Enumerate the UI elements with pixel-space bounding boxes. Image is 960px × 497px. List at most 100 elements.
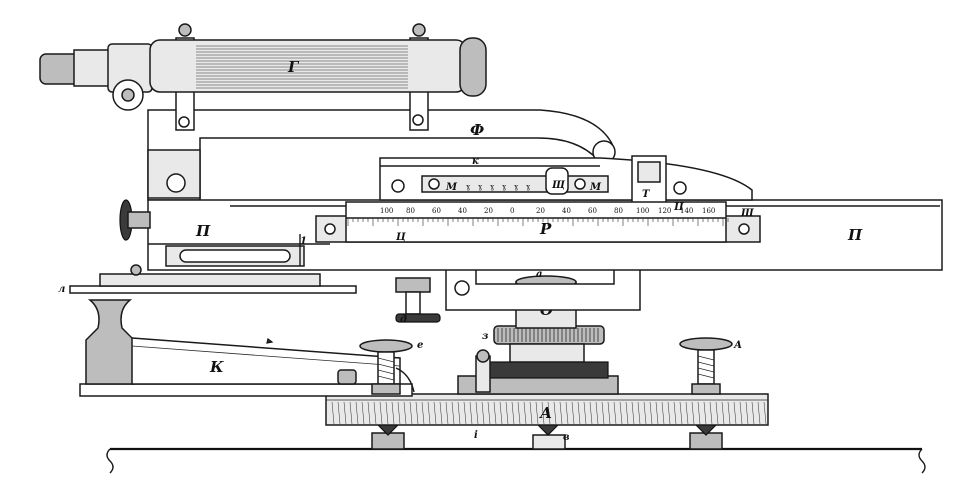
scale-number: 20 [484, 207, 493, 215]
hatch-line [577, 401, 581, 425]
vernier-mark: ɣ [478, 183, 483, 191]
hatch-line [451, 401, 455, 425]
hatch-line [697, 401, 701, 425]
scale-number: 160 [702, 207, 715, 215]
hatch-line [649, 401, 653, 425]
vernier-mark: ɣ [502, 183, 507, 191]
hatch-line [373, 401, 377, 425]
label-p-right: П [847, 226, 863, 244]
hatch-line [487, 401, 491, 425]
hatch-line [619, 401, 623, 425]
hatch-line [715, 401, 719, 425]
vernier-carriage [379, 157, 753, 201]
hatch-line [763, 401, 767, 425]
label-e: е [417, 340, 423, 351]
label-v: в [563, 432, 570, 443]
hatch-line [439, 401, 443, 425]
hatch-line [613, 401, 617, 425]
hatch-line [529, 401, 533, 425]
hatch-line [391, 401, 395, 425]
hatch-line [673, 401, 677, 425]
leveling-screw-right [679, 337, 733, 395]
hatch-line [493, 401, 497, 425]
hatch-line [721, 401, 725, 425]
hatch-line [661, 401, 665, 425]
label-sh: Ш [740, 208, 754, 219]
hatch-line [409, 401, 413, 425]
hatch-line [355, 401, 359, 425]
hatch-line [589, 401, 593, 425]
hatch-line [565, 401, 569, 425]
label-a: а [536, 269, 542, 280]
hatch-line [559, 401, 563, 425]
label-one: 1 [300, 236, 307, 247]
scale-number: 100 [380, 207, 393, 215]
base-plate [325, 393, 769, 426]
label-k-upper: к [472, 156, 479, 167]
hatch-line [625, 401, 629, 425]
label-z: з [482, 331, 488, 342]
hatch-line [337, 401, 341, 425]
label-w: Щ [551, 180, 566, 191]
hatch-line [511, 401, 515, 425]
hatch-line [655, 401, 659, 425]
label-m-right: М [589, 182, 602, 193]
base-feet [371, 424, 723, 450]
hatch-line [607, 401, 611, 425]
hatch-line [637, 401, 641, 425]
base-bar-knob [337, 367, 415, 393]
hatch-line [415, 401, 419, 425]
hatch-line [583, 401, 587, 425]
label-a-base: А [539, 404, 552, 422]
label-i: i [474, 430, 478, 441]
vernier-mark: ɣ [490, 183, 495, 191]
scale-number: 20 [536, 207, 545, 215]
scale-number: 120 [658, 207, 671, 215]
hatch-line [535, 401, 539, 425]
main-frame [147, 109, 616, 201]
hatch-line [349, 401, 353, 425]
clamp-screw [395, 277, 441, 323]
label-ts-left: Ц [395, 232, 406, 243]
main-scale [315, 201, 761, 243]
scale-number: 100 [636, 207, 649, 215]
hatch-line [601, 401, 605, 425]
leveling-screw-left [359, 339, 413, 395]
hatch-line [631, 401, 635, 425]
hatch-line [739, 401, 743, 425]
hatch-line [379, 401, 383, 425]
vernier-mark: ɣ [514, 183, 519, 191]
vernier-marks: ɣ ɣ ɣ ɣ ɣ ɣ [466, 183, 531, 191]
hatch-line [643, 401, 647, 425]
side-knob [119, 199, 151, 241]
hatch-line [469, 401, 473, 425]
hatch-line [421, 401, 425, 425]
hatch-line [757, 401, 761, 425]
hatch-line [691, 401, 695, 425]
hatch-line [547, 401, 551, 425]
hatch-line [331, 401, 335, 425]
hatch-line [727, 401, 731, 425]
hatch-line [517, 401, 521, 425]
hatch-line [595, 401, 599, 425]
hatch-line [367, 401, 371, 425]
hatch-line [679, 401, 683, 425]
label-l-left: л [58, 284, 65, 295]
label-a-right: А [733, 340, 742, 351]
hatch-line [475, 401, 479, 425]
hatch-line [751, 401, 755, 425]
hatch-line [505, 401, 509, 425]
telescope [39, 23, 487, 131]
ground-line [106, 447, 926, 474]
label-k: К [209, 358, 224, 376]
left-arm [69, 264, 357, 294]
hatch-line [427, 401, 431, 425]
label-t: Т [642, 189, 651, 200]
label-m-left: М [445, 182, 458, 193]
hatch-line [445, 401, 449, 425]
label-g: Г [287, 58, 300, 76]
hatch-line [433, 401, 437, 425]
hatch-line [361, 401, 365, 425]
